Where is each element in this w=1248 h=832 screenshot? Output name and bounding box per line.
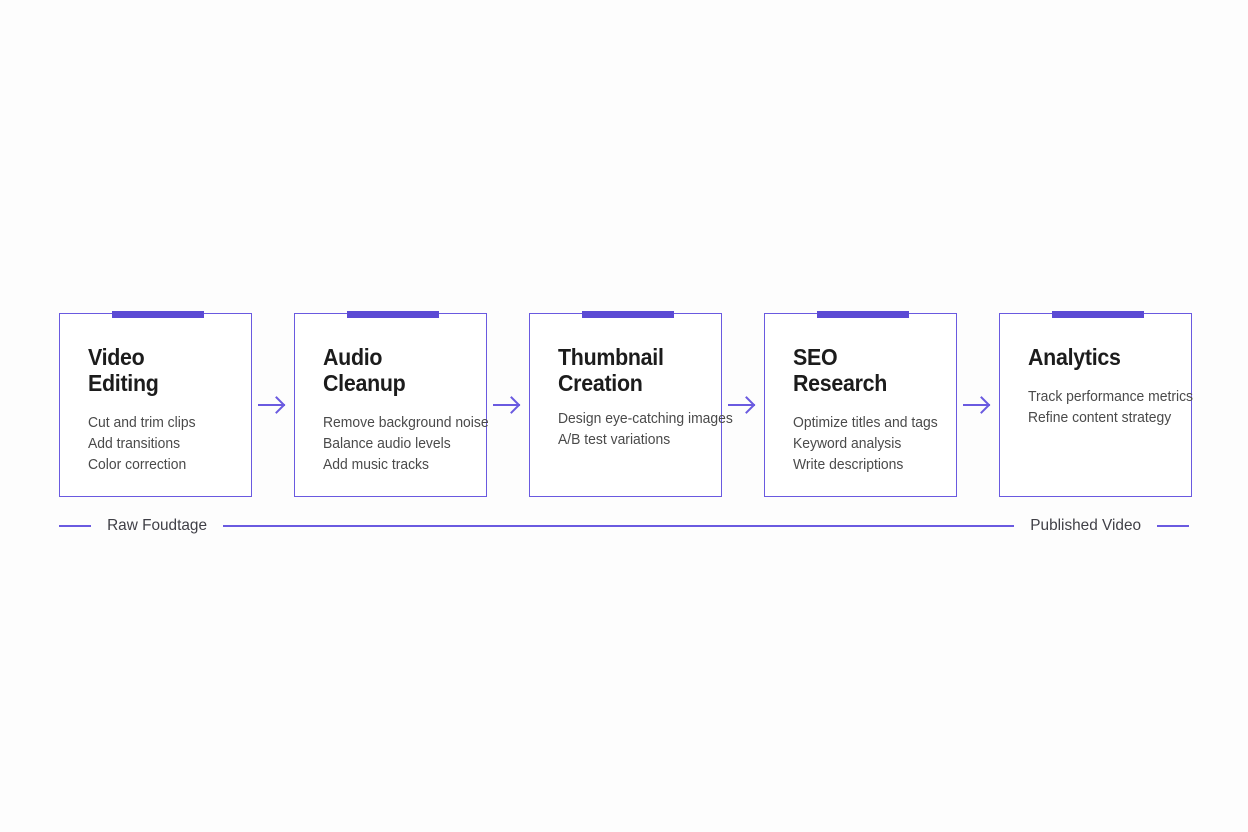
step-item: Keyword analysis xyxy=(793,436,902,452)
step-item: Color correction xyxy=(88,457,187,473)
step-item: Design eye-catching images xyxy=(558,411,733,427)
step-item: Track performance metrics xyxy=(1028,389,1194,405)
step-item: Add music tracks xyxy=(323,457,429,473)
step-item: Optimize titles and tags xyxy=(793,415,938,431)
step-item-list: Track performance metrics Refine content… xyxy=(1028,387,1194,429)
step-title: Thumbnail Creation xyxy=(558,344,664,396)
flow-row: Video Editing Cut and trim clips Add tra… xyxy=(59,310,1194,497)
step-title: Video Editing xyxy=(88,344,159,396)
card-accent-bar xyxy=(347,310,439,318)
card-accent-bar xyxy=(817,310,909,318)
step-item: Write descriptions xyxy=(793,457,904,473)
arrow-right-icon xyxy=(487,313,529,497)
arrow-right-icon xyxy=(252,313,294,497)
rail-label-end: Published Video xyxy=(1029,517,1141,534)
card-accent-bar xyxy=(1052,310,1144,318)
step-item: Refine content strategy xyxy=(1028,410,1172,426)
step-item: Remove background noise xyxy=(323,415,489,431)
step-card-video-editing[interactable]: Video Editing Cut and trim clips Add tra… xyxy=(59,310,252,497)
arrow-right-icon xyxy=(957,313,999,497)
rail-segment-end xyxy=(1157,525,1189,527)
step-item: A/B test variations xyxy=(558,432,671,448)
step-item: Cut and trim clips xyxy=(88,415,196,431)
step-card-thumbnail-creation[interactable]: Thumbnail Creation Design eye-catching i… xyxy=(529,310,733,497)
step-item: Add transitions xyxy=(88,436,181,452)
rail-label-start: Raw Foudtage xyxy=(107,517,207,534)
step-item-list: Design eye-catching images A/B test vari… xyxy=(558,409,733,451)
step-title: Audio Cleanup xyxy=(323,344,406,396)
arrow-right-icon xyxy=(722,313,764,497)
step-title: SEO Research xyxy=(793,344,888,396)
step-item: Balance audio levels xyxy=(323,436,451,452)
step-item-list: Cut and trim clips Add transitions Color… xyxy=(88,413,220,476)
step-card-seo-research[interactable]: SEO Research Optimize titles and tags Ke… xyxy=(764,310,957,497)
card-accent-bar xyxy=(582,310,674,318)
step-item-list: Remove background noise Balance audio le… xyxy=(323,413,489,476)
step-title: Analytics xyxy=(1028,344,1121,370)
rail-segment-middle xyxy=(223,525,1014,527)
rail-segment-start xyxy=(59,525,91,527)
step-card-analytics[interactable]: Analytics Track performance metrics Refi… xyxy=(999,310,1194,497)
step-item-list: Optimize titles and tags Keyword analysi… xyxy=(793,413,938,476)
step-card-audio-cleanup[interactable]: Audio Cleanup Remove background noise Ba… xyxy=(294,310,489,497)
flow-rail: Raw Foudtage Published Video xyxy=(59,515,1189,537)
card-accent-bar xyxy=(112,310,204,318)
